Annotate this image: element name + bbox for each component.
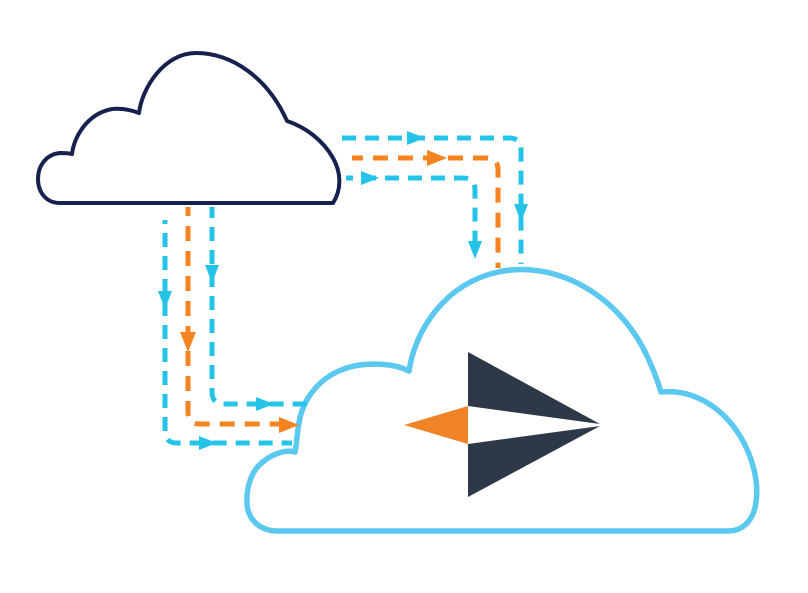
arrowhead-right-icon <box>407 131 425 145</box>
arrowhead-down-icon <box>180 332 196 352</box>
arrowhead-down-icon <box>514 204 528 222</box>
logo-lower-triangle <box>468 426 600 497</box>
flow-left-orange-line <box>185 207 292 427</box>
logo-upper-triangle <box>468 352 600 424</box>
flow-top-orange-line <box>352 155 501 268</box>
logo-orange-triangle <box>404 406 468 444</box>
flow-left-cyan-outer-line <box>162 220 292 446</box>
arrowhead-down-icon <box>205 265 219 283</box>
arrowhead-down-icon <box>158 291 172 309</box>
arrowhead-right-icon <box>199 436 217 450</box>
flow-left-cyan-inner-line <box>209 207 307 407</box>
flow-top-route <box>342 131 528 268</box>
source-cloud <box>36 51 342 205</box>
arrowhead-right-icon <box>427 150 447 166</box>
target-logo <box>404 352 600 497</box>
flow-top-cyan-outer-line <box>342 135 524 264</box>
arrowhead-right-icon <box>361 171 379 185</box>
arrowhead-right-icon <box>279 417 299 433</box>
arrowhead-right-icon <box>256 397 274 411</box>
arrowhead-down-icon <box>468 241 482 259</box>
flow-top-cyan-inner-line <box>346 175 478 242</box>
flow-left-route <box>158 207 307 450</box>
